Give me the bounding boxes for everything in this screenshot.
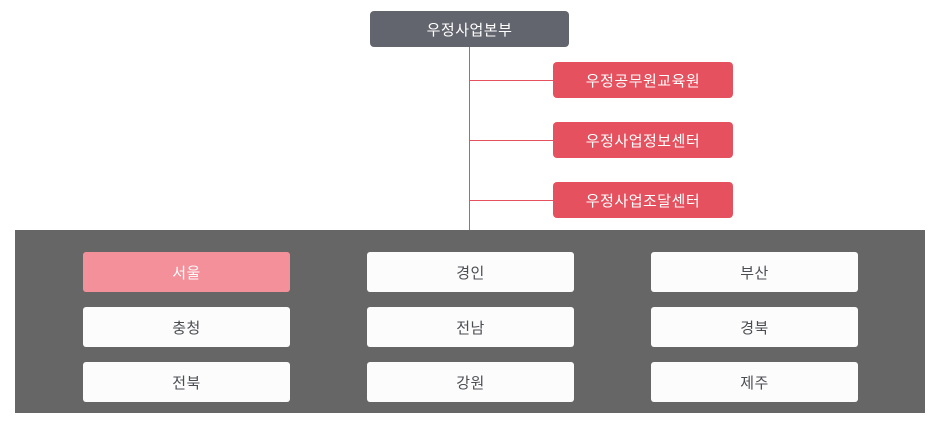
region-item-gyeongbuk[interactable]: 경북	[651, 307, 858, 347]
region-item-jeonnam[interactable]: 전남	[367, 307, 574, 347]
region-item-seoul[interactable]: 서울	[83, 252, 290, 292]
connector-vertical-line	[469, 47, 470, 230]
org-node-procurement-center[interactable]: 우정사업조달센터	[553, 182, 733, 218]
region-item-gangwon[interactable]: 강원	[367, 362, 574, 402]
connector-branch-line	[469, 200, 553, 201]
region-item-jeonbuk[interactable]: 전북	[83, 362, 290, 402]
regions-panel: 서울 경인 부산 충청 전남 경북 전북 강원 제주	[15, 230, 925, 413]
region-item-chungcheong[interactable]: 충청	[83, 307, 290, 347]
region-item-gyeongin[interactable]: 경인	[367, 252, 574, 292]
region-item-jeju[interactable]: 제주	[651, 362, 858, 402]
org-node-information-center[interactable]: 우정사업정보센터	[553, 122, 733, 158]
org-node-headquarters[interactable]: 우정사업본부	[370, 11, 569, 47]
region-item-busan[interactable]: 부산	[651, 252, 858, 292]
connector-branch-line	[469, 80, 553, 81]
org-node-training-institute[interactable]: 우정공무원교육원	[553, 62, 733, 98]
regions-grid: 서울 경인 부산 충청 전남 경북 전북 강원 제주	[83, 252, 858, 402]
connector-branch-line	[469, 140, 553, 141]
